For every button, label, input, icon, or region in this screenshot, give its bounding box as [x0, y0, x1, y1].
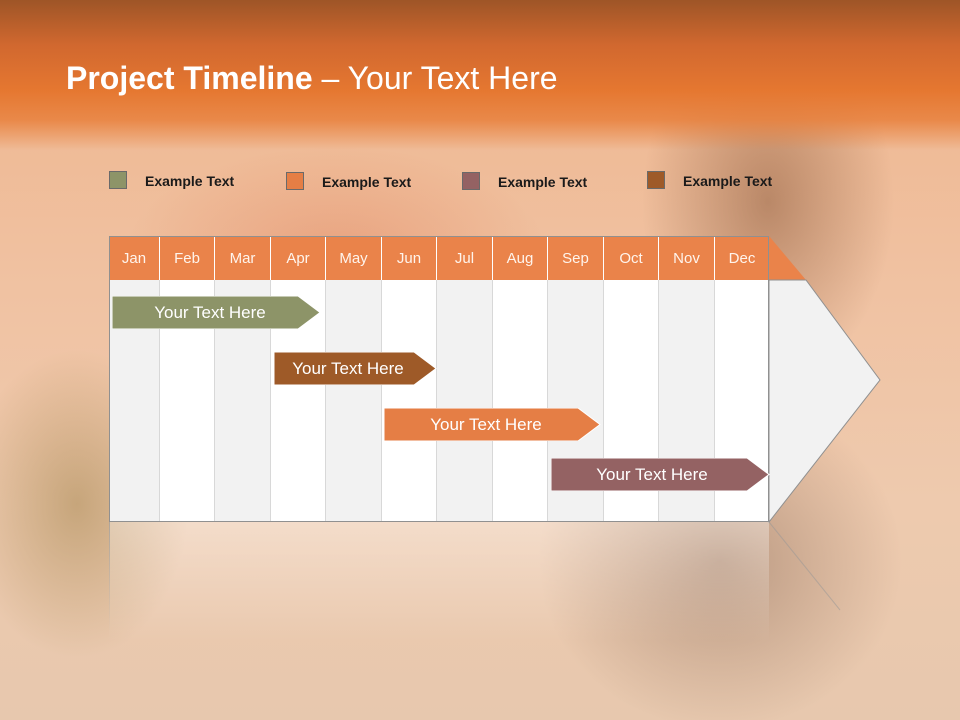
legend-swatch — [286, 172, 304, 190]
title-bold: Project Timeline — [66, 60, 313, 96]
legend-swatch — [462, 172, 480, 190]
title-banner — [0, 0, 960, 150]
month-feb: Feb — [159, 236, 214, 280]
month-aug: Aug — [492, 236, 547, 280]
month-jan: Jan — [109, 236, 159, 280]
month-may: May — [325, 236, 381, 280]
legend-label: Example Text — [498, 174, 588, 190]
month-dec: Dec — [714, 236, 769, 280]
task-bar-label: Your Text Here — [292, 358, 404, 378]
month-oct: Oct — [603, 236, 658, 280]
legend-label: Example Text — [683, 173, 773, 189]
month-jul: Jul — [436, 236, 492, 280]
grid-column — [381, 280, 436, 522]
title-rest: – Your Text Here — [312, 60, 558, 96]
month-mar: Mar — [214, 236, 270, 280]
arrow-head — [768, 279, 881, 524]
grid-column — [325, 280, 381, 522]
task-bar-shape — [274, 352, 437, 385]
legend-label: Example Text — [322, 174, 412, 190]
legend-swatch — [109, 171, 127, 189]
slide-title: Project Timeline – Your Text Here — [66, 60, 558, 97]
month-jun: Jun — [381, 236, 436, 280]
task-bar-label: Your Text Here — [430, 414, 542, 434]
month-sep: Sep — [547, 236, 603, 280]
month-apr: Apr — [270, 236, 325, 280]
arrow-reflection-line — [768, 521, 841, 611]
legend-label: Example Text — [145, 173, 235, 189]
task-bar-label: Your Text Here — [154, 302, 266, 322]
grid-column — [492, 280, 547, 522]
grid-reflection — [109, 522, 769, 642]
legend-swatch — [647, 171, 665, 189]
grid-column — [436, 280, 492, 522]
month-nov: Nov — [658, 236, 714, 280]
task-bar-shape — [551, 458, 770, 491]
reflection-edge — [109, 522, 110, 632]
task-bar-shape — [384, 408, 601, 441]
arrow-header-wedge — [769, 236, 806, 280]
task-bar-shape — [112, 296, 321, 329]
task-bar-label: Your Text Here — [596, 464, 708, 484]
